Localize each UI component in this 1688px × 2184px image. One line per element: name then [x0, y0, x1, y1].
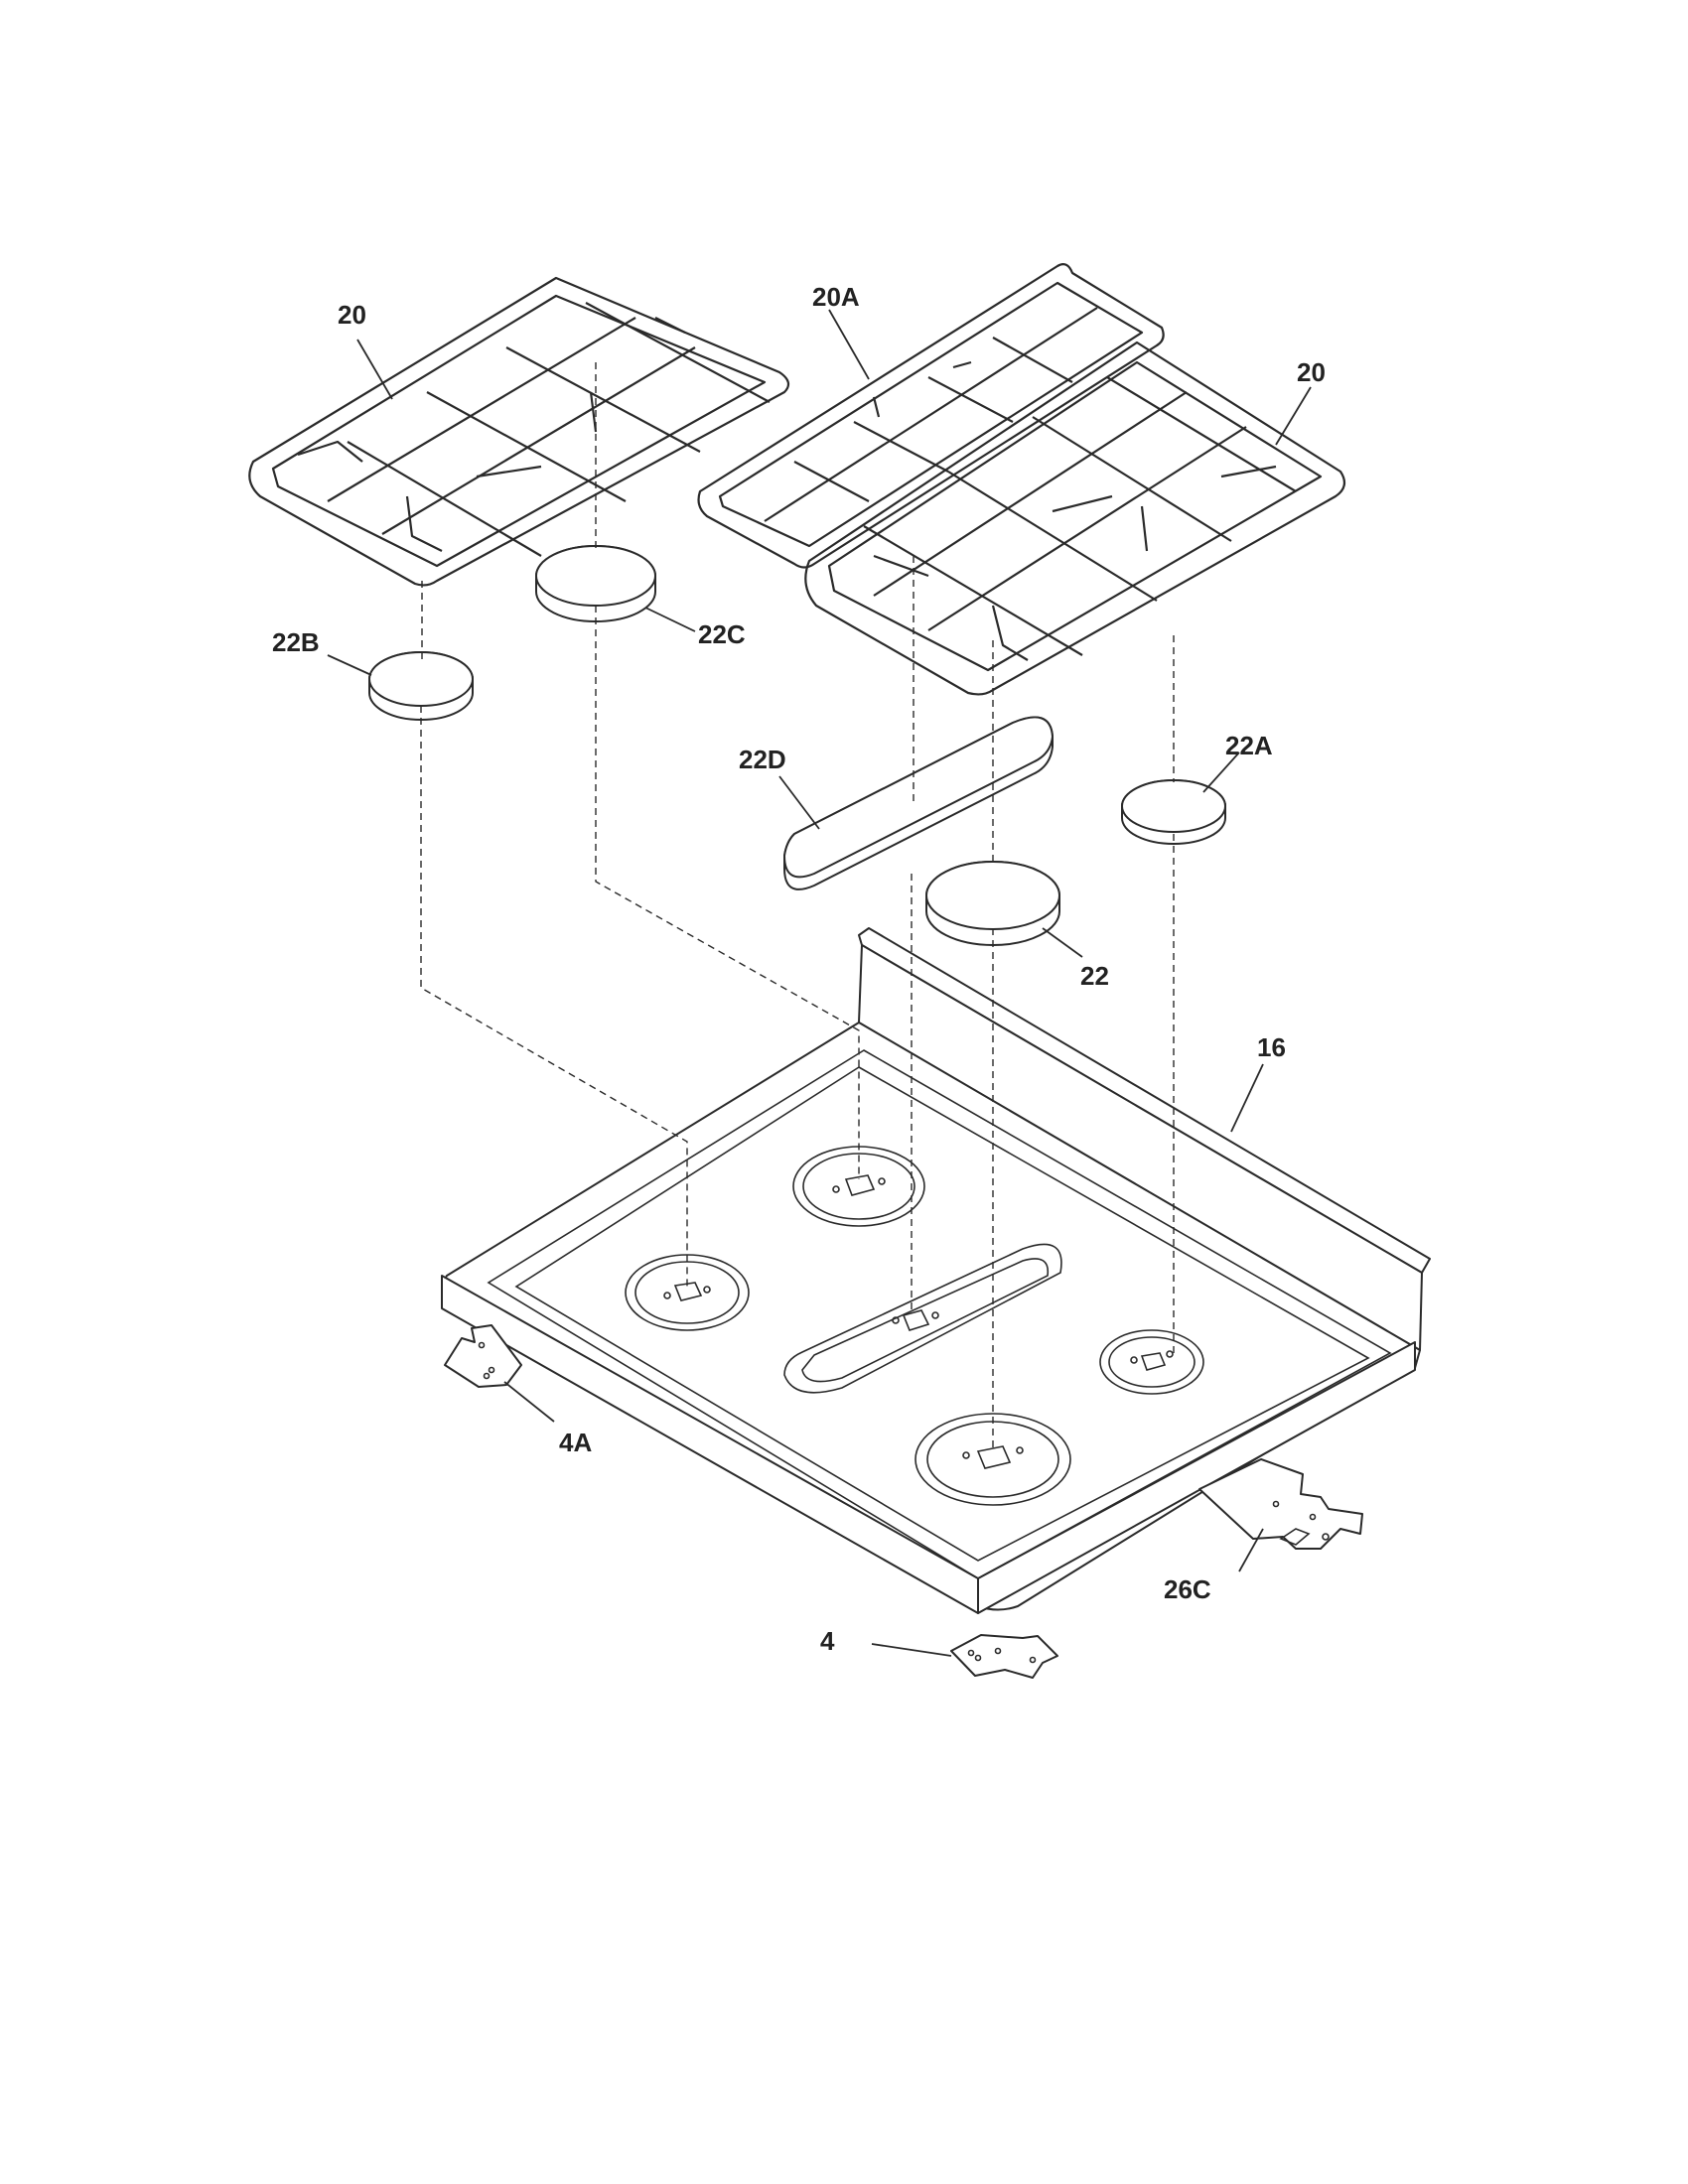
grate-left-part — [248, 276, 790, 587]
burner-cap-22b — [368, 651, 474, 721]
bracket-26c-part — [1198, 1458, 1363, 1550]
callout-grate-left: 20 — [338, 300, 366, 330]
callout-bracket-4a: 4A — [559, 1428, 592, 1457]
assembly-lines — [420, 362, 1175, 1451]
burner-head-front-right — [1099, 1329, 1204, 1395]
cooktop-part — [441, 927, 1431, 1614]
callout-cap-22c: 22C — [698, 619, 746, 649]
burner-cap-22d — [783, 716, 1054, 890]
callout-cap-22a: 22A — [1225, 731, 1273, 760]
callout-cooktop: 16 — [1257, 1032, 1286, 1062]
leader-lines — [327, 309, 1312, 1657]
burner-cap-22c — [535, 545, 656, 622]
callout-grate-right: 20 — [1297, 357, 1326, 387]
bracket-4a-part — [444, 1324, 522, 1388]
callout-grate-center: 20A — [812, 282, 860, 312]
burner-cap-22 — [925, 861, 1060, 946]
grate-center-part — [697, 263, 1165, 569]
bracket-4-part — [950, 1634, 1058, 1679]
callout-cap-22b: 22B — [272, 627, 320, 657]
burner-head-center-oval — [892, 1309, 939, 1331]
callout-cap-22: 22 — [1080, 961, 1109, 991]
callout-bracket-26c: 26C — [1164, 1574, 1211, 1604]
grate-right-part — [804, 341, 1346, 696]
callout-cap-22d: 22D — [739, 745, 786, 774]
callout-bracket-4: 4 — [820, 1626, 835, 1656]
burner-cap-22a — [1121, 779, 1226, 845]
